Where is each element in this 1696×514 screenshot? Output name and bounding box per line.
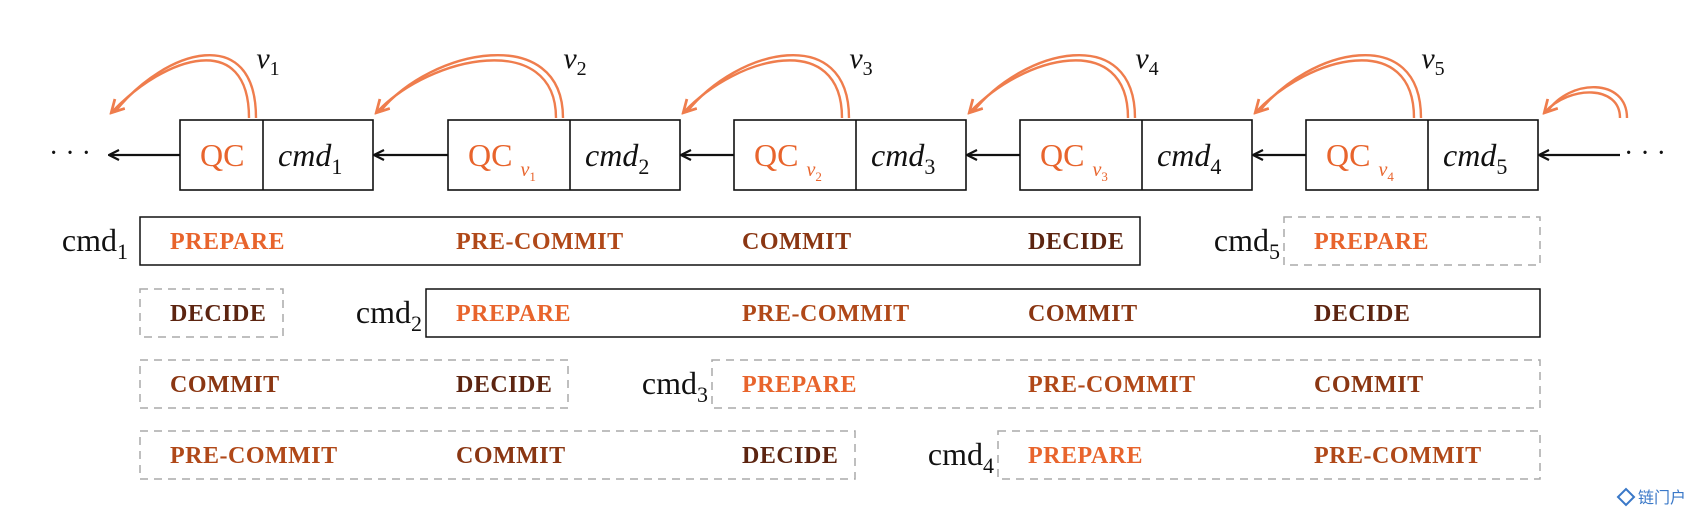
phase-commit: COMMIT bbox=[742, 229, 852, 255]
lead-phase-box bbox=[139, 430, 856, 480]
qc-label: QC bbox=[200, 137, 244, 173]
watermark-logo-icon bbox=[1616, 487, 1636, 507]
phase-commit: COMMIT bbox=[170, 372, 280, 398]
phase-commit: COMMIT bbox=[456, 443, 566, 469]
leading-ellipsis: · · · bbox=[49, 138, 91, 169]
qc-justify-arrow bbox=[685, 54, 851, 119]
phase-precommit: PRE-COMMIT bbox=[1028, 372, 1196, 398]
phase-precommit: PRE-COMMIT bbox=[742, 301, 910, 327]
block-3-frame bbox=[733, 119, 967, 191]
phase-commit: COMMIT bbox=[1028, 301, 1138, 327]
phase-prepare: PREPARE bbox=[1028, 443, 1143, 469]
row-cmd1 bbox=[139, 216, 1541, 266]
qc-justify-arrow bbox=[971, 54, 1137, 119]
phase-decide: DECIDE bbox=[456, 372, 552, 398]
cmd5-phase-box bbox=[1283, 216, 1541, 266]
view-label-v2: v2 bbox=[563, 42, 586, 80]
row-label-cmd1: cmd1 bbox=[62, 222, 128, 264]
lead-phase-box bbox=[139, 359, 569, 409]
qc-justify-arrow bbox=[1545, 91, 1622, 119]
cmd-label: cmd4 bbox=[1157, 137, 1221, 179]
qc-justify-arrow bbox=[1257, 54, 1423, 119]
cmd1-phase-box bbox=[139, 216, 1141, 266]
qc-justify-arrow bbox=[112, 59, 251, 119]
cmd-label: cmd5 bbox=[1443, 137, 1507, 179]
cmd2-phase-box bbox=[425, 288, 1541, 338]
phase-prepare: PREPARE bbox=[742, 372, 857, 398]
phase-precommit: PRE-COMMIT bbox=[456, 229, 624, 255]
phase-decide: DECIDE bbox=[1314, 301, 1410, 327]
lead-phase-box bbox=[139, 288, 284, 338]
cmd-label: cmd2 bbox=[585, 137, 649, 179]
block-4-frame bbox=[1019, 119, 1253, 191]
phase-decide: DECIDE bbox=[170, 301, 266, 327]
qc-justify-arrow bbox=[378, 54, 565, 119]
view-label-v5: v5 bbox=[1421, 42, 1444, 80]
row-label-cmd2: cmd2 bbox=[356, 294, 422, 336]
row-cmd2 bbox=[139, 288, 1541, 338]
phase-decide: DECIDE bbox=[742, 443, 838, 469]
phase-precommit: PRE-COMMIT bbox=[170, 443, 338, 469]
qc-justify-arrow bbox=[1546, 86, 1629, 119]
cmd-label: cmd3 bbox=[871, 137, 935, 179]
cmd3-phase-box bbox=[711, 359, 1541, 409]
qc-justify-arrow bbox=[113, 53, 258, 119]
row-label-cmd5: cmd5 bbox=[1214, 222, 1280, 264]
phase-prepare: PREPARE bbox=[456, 301, 571, 327]
phase-prepare: PREPARE bbox=[1314, 229, 1429, 255]
block-1: QC cmd1 v1 bbox=[110, 42, 374, 191]
block-5-frame bbox=[1305, 119, 1539, 191]
phase-decide: DECIDE bbox=[1028, 229, 1124, 255]
row-cmd3 bbox=[139, 359, 1541, 409]
phase-prepare: PREPARE bbox=[170, 229, 285, 255]
watermark-text: 链门户 bbox=[1638, 488, 1686, 507]
trailing-ellipsis: · · · bbox=[1624, 138, 1666, 169]
row-cmd4 bbox=[139, 430, 1541, 480]
cmd4-phase-box bbox=[997, 430, 1541, 480]
phase-precommit: PRE-COMMIT bbox=[1314, 443, 1482, 469]
row-label-cmd3: cmd3 bbox=[642, 365, 708, 407]
view-label-v1: v1 bbox=[256, 42, 279, 80]
cmd-label: cmd1 bbox=[278, 137, 342, 179]
row-label-cmd4: cmd4 bbox=[928, 436, 994, 478]
phase-commit: COMMIT bbox=[1314, 372, 1424, 398]
view-label-v4: v4 bbox=[1135, 42, 1158, 80]
watermark: 链门户 bbox=[1616, 487, 1686, 507]
block-1-frame bbox=[179, 119, 374, 191]
view-label-v3: v3 bbox=[849, 42, 872, 80]
